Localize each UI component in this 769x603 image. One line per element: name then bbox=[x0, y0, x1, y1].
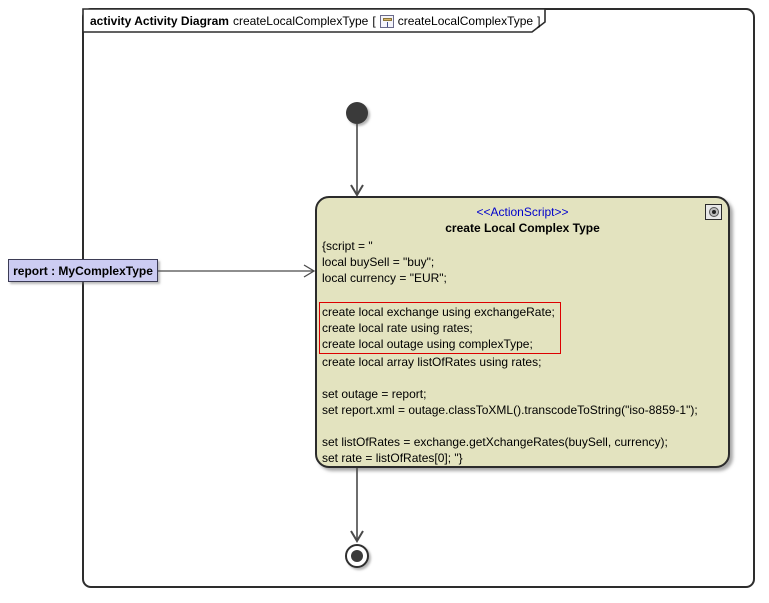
diagram-icon-stem bbox=[386, 21, 388, 27]
frame-context-ref: createLocalComplexType bbox=[397, 14, 534, 28]
script-line bbox=[322, 418, 723, 434]
object-node-report[interactable]: report : MyComplexType bbox=[8, 259, 158, 282]
script-line: set outage = report; bbox=[322, 387, 427, 401]
action-script-body: {script = " local buySell = "buy"; local c… bbox=[317, 236, 728, 466]
frame-bracket-open: [ bbox=[372, 14, 376, 28]
script-line bbox=[322, 286, 723, 302]
gear-icon-core bbox=[711, 210, 716, 214]
diagram-icon-shape bbox=[382, 17, 392, 21]
activity-final-inner-dot bbox=[351, 550, 363, 562]
script-line: local currency = "EUR"; bbox=[322, 271, 447, 285]
frame-kind-label: activity Activity Diagram bbox=[90, 14, 229, 28]
highlight-wrap: create local exchange using exchangeRate… bbox=[319, 302, 723, 354]
script-line: set rate = listOfRates[0]; "} bbox=[322, 451, 463, 465]
edge-action-to-final[interactable] bbox=[347, 468, 367, 544]
gear-icon-ring bbox=[708, 207, 719, 217]
script-line: create local rate using rates; bbox=[322, 321, 473, 335]
script-line: set report.xml = outage.classToXML().tra… bbox=[322, 403, 698, 417]
action-name: create Local Complex Type bbox=[445, 221, 600, 235]
initial-node[interactable] bbox=[346, 102, 368, 124]
action-script-gear-icon[interactable] bbox=[705, 204, 722, 220]
script-lines-after: create local array listOfRates using rat… bbox=[322, 354, 723, 466]
script-line bbox=[322, 370, 723, 386]
script-line: {script = " bbox=[322, 239, 373, 253]
action-node-create-local-complex-type[interactable]: <<ActionScript>> create Local Complex Ty… bbox=[315, 196, 730, 468]
script-lines-before: {script = " local buySell = "buy"; local c… bbox=[322, 238, 723, 302]
script-line: create local outage using complexType; bbox=[322, 337, 533, 351]
frame-title-tab[interactable] bbox=[82, 8, 552, 36]
activity-diagram-icon bbox=[379, 14, 394, 28]
script-line: create local array listOfRates using rat… bbox=[322, 355, 542, 369]
script-line: local buySell = "buy"; bbox=[322, 255, 435, 269]
activity-frame[interactable]: activity Activity Diagram createLocalCom… bbox=[82, 8, 755, 588]
script-line: set listOfRates = exchange.getXchangeRat… bbox=[322, 435, 668, 449]
frame-diagram-name: createLocalComplexType bbox=[232, 14, 369, 28]
edge-initial-to-action[interactable] bbox=[347, 124, 367, 198]
frame-title: activity Activity Diagram createLocalCom… bbox=[90, 11, 540, 31]
edge-object-to-action[interactable] bbox=[158, 261, 318, 281]
action-stereotype: <<ActionScript>> bbox=[476, 205, 569, 219]
object-node-label: report : MyComplexType bbox=[13, 263, 153, 278]
script-line: create local exchange using exchangeRate… bbox=[322, 305, 555, 319]
frame-bracket-close: ] bbox=[537, 14, 541, 28]
activity-final-node[interactable] bbox=[345, 544, 369, 568]
highlight-rectangle[interactable]: create local exchange using exchangeRate… bbox=[319, 302, 561, 354]
